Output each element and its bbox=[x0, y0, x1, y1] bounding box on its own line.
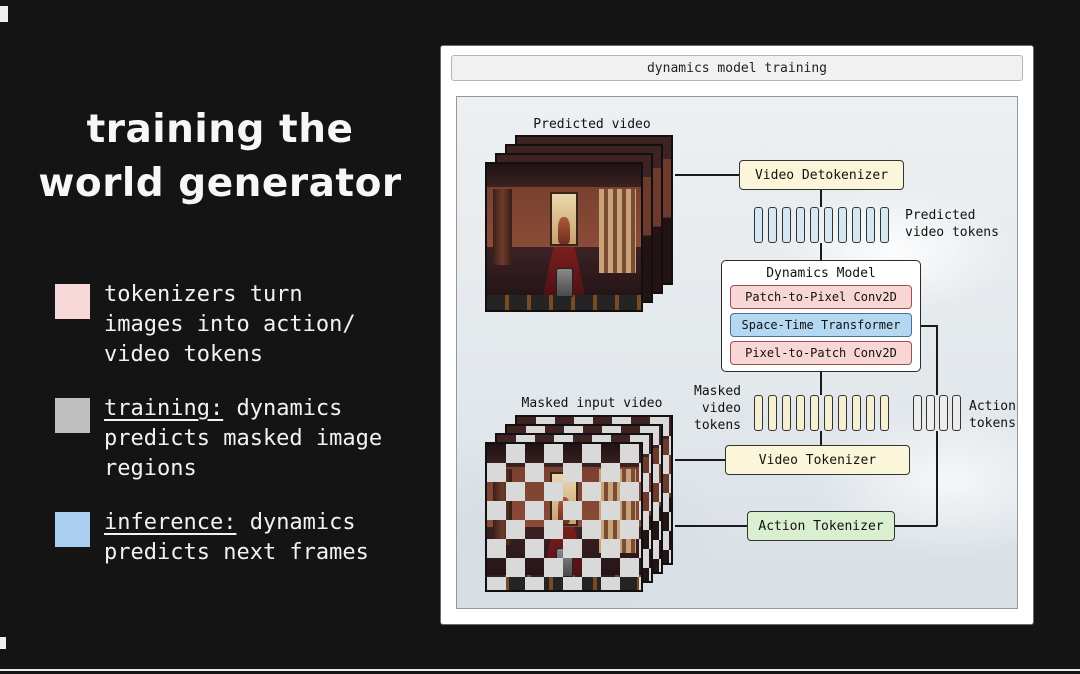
edge-artifact-bottom-left bbox=[0, 637, 6, 649]
masked-tokens-label: Masked video tokens bbox=[694, 384, 741, 433]
token-bar bbox=[880, 207, 889, 243]
token-bar bbox=[838, 207, 847, 243]
bullet-prefix: training: bbox=[104, 396, 224, 421]
action-tokens-strip bbox=[913, 395, 961, 431]
scene-carpet bbox=[542, 527, 586, 579]
dynamics-model-box: Dynamics Model Patch-to-Pixel Conv2D Spa… bbox=[721, 260, 921, 372]
connector-line bbox=[895, 525, 937, 527]
action-tokenizer-box: Action Tokenizer bbox=[747, 511, 895, 541]
bullet-item-training: training: dynamics predicts masked image… bbox=[55, 394, 407, 484]
game-frame bbox=[485, 162, 643, 312]
token-bar bbox=[866, 207, 875, 243]
token-bar bbox=[810, 207, 819, 243]
token-bar bbox=[782, 395, 791, 431]
scene-hud-bar bbox=[487, 295, 641, 310]
token-bar bbox=[952, 395, 961, 431]
connector-line bbox=[820, 243, 822, 260]
gray-color-swatch bbox=[55, 398, 90, 433]
bullet-list: tokenizers turn images into action/ vide… bbox=[55, 280, 407, 592]
connector-line bbox=[675, 459, 725, 461]
scene-panels bbox=[599, 188, 637, 274]
space-time-transformer-layer: Space-Time Transformer bbox=[730, 313, 912, 337]
token-bar bbox=[939, 395, 948, 431]
connector-line bbox=[820, 431, 822, 445]
scene-door bbox=[550, 471, 578, 526]
token-bar bbox=[754, 395, 763, 431]
token-bar bbox=[852, 395, 861, 431]
scene-hud-bar bbox=[487, 575, 641, 590]
bullet-item-tokenizers: tokenizers turn images into action/ vide… bbox=[55, 280, 407, 370]
scene-enemy bbox=[557, 496, 571, 525]
connector-line bbox=[921, 325, 937, 327]
scene-enemy bbox=[557, 216, 571, 245]
token-bar bbox=[913, 395, 922, 431]
bullet-body: tokenizers turn images into action/ vide… bbox=[104, 282, 356, 367]
diagram-canvas: Predicted video Masked input video Predi… bbox=[456, 96, 1018, 609]
bullet-text: training: dynamics predicts masked image… bbox=[104, 394, 382, 484]
scene-panels bbox=[599, 468, 637, 554]
edge-artifact-bottom-line bbox=[0, 669, 1080, 671]
connector-line bbox=[675, 174, 739, 176]
bullet-text: inference: dynamics predicts next frames bbox=[104, 508, 369, 568]
video-detokenizer-box: Video Detokenizer bbox=[739, 160, 904, 190]
token-bar bbox=[880, 395, 889, 431]
edge-artifact-top-left bbox=[0, 6, 8, 22]
connector-line bbox=[820, 372, 822, 395]
token-bar bbox=[926, 395, 935, 431]
dynamics-model-title: Dynamics Model bbox=[766, 266, 876, 281]
token-bar bbox=[782, 207, 791, 243]
token-bar bbox=[838, 395, 847, 431]
scene-pillar bbox=[493, 188, 512, 265]
scene-gun bbox=[556, 267, 574, 297]
token-bar bbox=[768, 395, 777, 431]
predicted-video-label: Predicted video bbox=[533, 117, 651, 132]
bullet-body: dynamics predicts masked image regions bbox=[104, 396, 383, 481]
bullet-item-inference: inference: dynamics predicts next frames bbox=[55, 508, 407, 568]
video-tokenizer-box: Video Tokenizer bbox=[725, 445, 910, 475]
scene-gun bbox=[556, 547, 574, 577]
pixel-to-patch-layer: Pixel-to-Patch Conv2D bbox=[730, 341, 912, 365]
token-bar bbox=[866, 395, 875, 431]
masked-tokens-strip bbox=[749, 395, 894, 431]
connector-line bbox=[936, 325, 938, 395]
scene-ceiling bbox=[487, 164, 641, 188]
token-bar bbox=[796, 395, 805, 431]
masked-input-label: Masked input video bbox=[521, 396, 663, 411]
token-bar bbox=[824, 395, 833, 431]
token-bar bbox=[768, 207, 777, 243]
bullet-prefix: inference: bbox=[104, 510, 237, 535]
diagram-panel: dynamics model training Predicted video … bbox=[440, 45, 1034, 625]
page-title: training the world generator bbox=[38, 107, 402, 206]
predicted-tokens-strip bbox=[749, 207, 894, 243]
patch-to-pixel-layer: Patch-to-Pixel Conv2D bbox=[730, 285, 912, 309]
predicted-tokens-label: Predicted video tokens bbox=[905, 208, 999, 240]
masked-input-stack bbox=[485, 415, 677, 597]
token-bar bbox=[810, 395, 819, 431]
bullet-body: dynamics predicts next frames bbox=[104, 510, 369, 565]
scene-wall bbox=[487, 467, 641, 528]
scene-pillar bbox=[493, 468, 512, 545]
connector-line bbox=[820, 190, 822, 207]
bullet-text: tokenizers turn images into action/ vide… bbox=[104, 280, 356, 370]
pink-color-swatch bbox=[55, 284, 90, 319]
action-tokens-label: Action tokens bbox=[969, 399, 1016, 431]
scene-ceiling bbox=[487, 444, 641, 468]
token-bar bbox=[754, 207, 763, 243]
diagram-header: dynamics model training bbox=[451, 55, 1023, 81]
connector-line bbox=[675, 525, 747, 527]
masked-game-frame bbox=[485, 442, 643, 592]
token-bar bbox=[824, 207, 833, 243]
predicted-video-stack bbox=[485, 135, 677, 317]
token-bar bbox=[796, 207, 805, 243]
blue-color-swatch bbox=[55, 512, 90, 547]
token-bar bbox=[852, 207, 861, 243]
scene-floor bbox=[487, 527, 641, 590]
connector-line bbox=[936, 431, 938, 526]
